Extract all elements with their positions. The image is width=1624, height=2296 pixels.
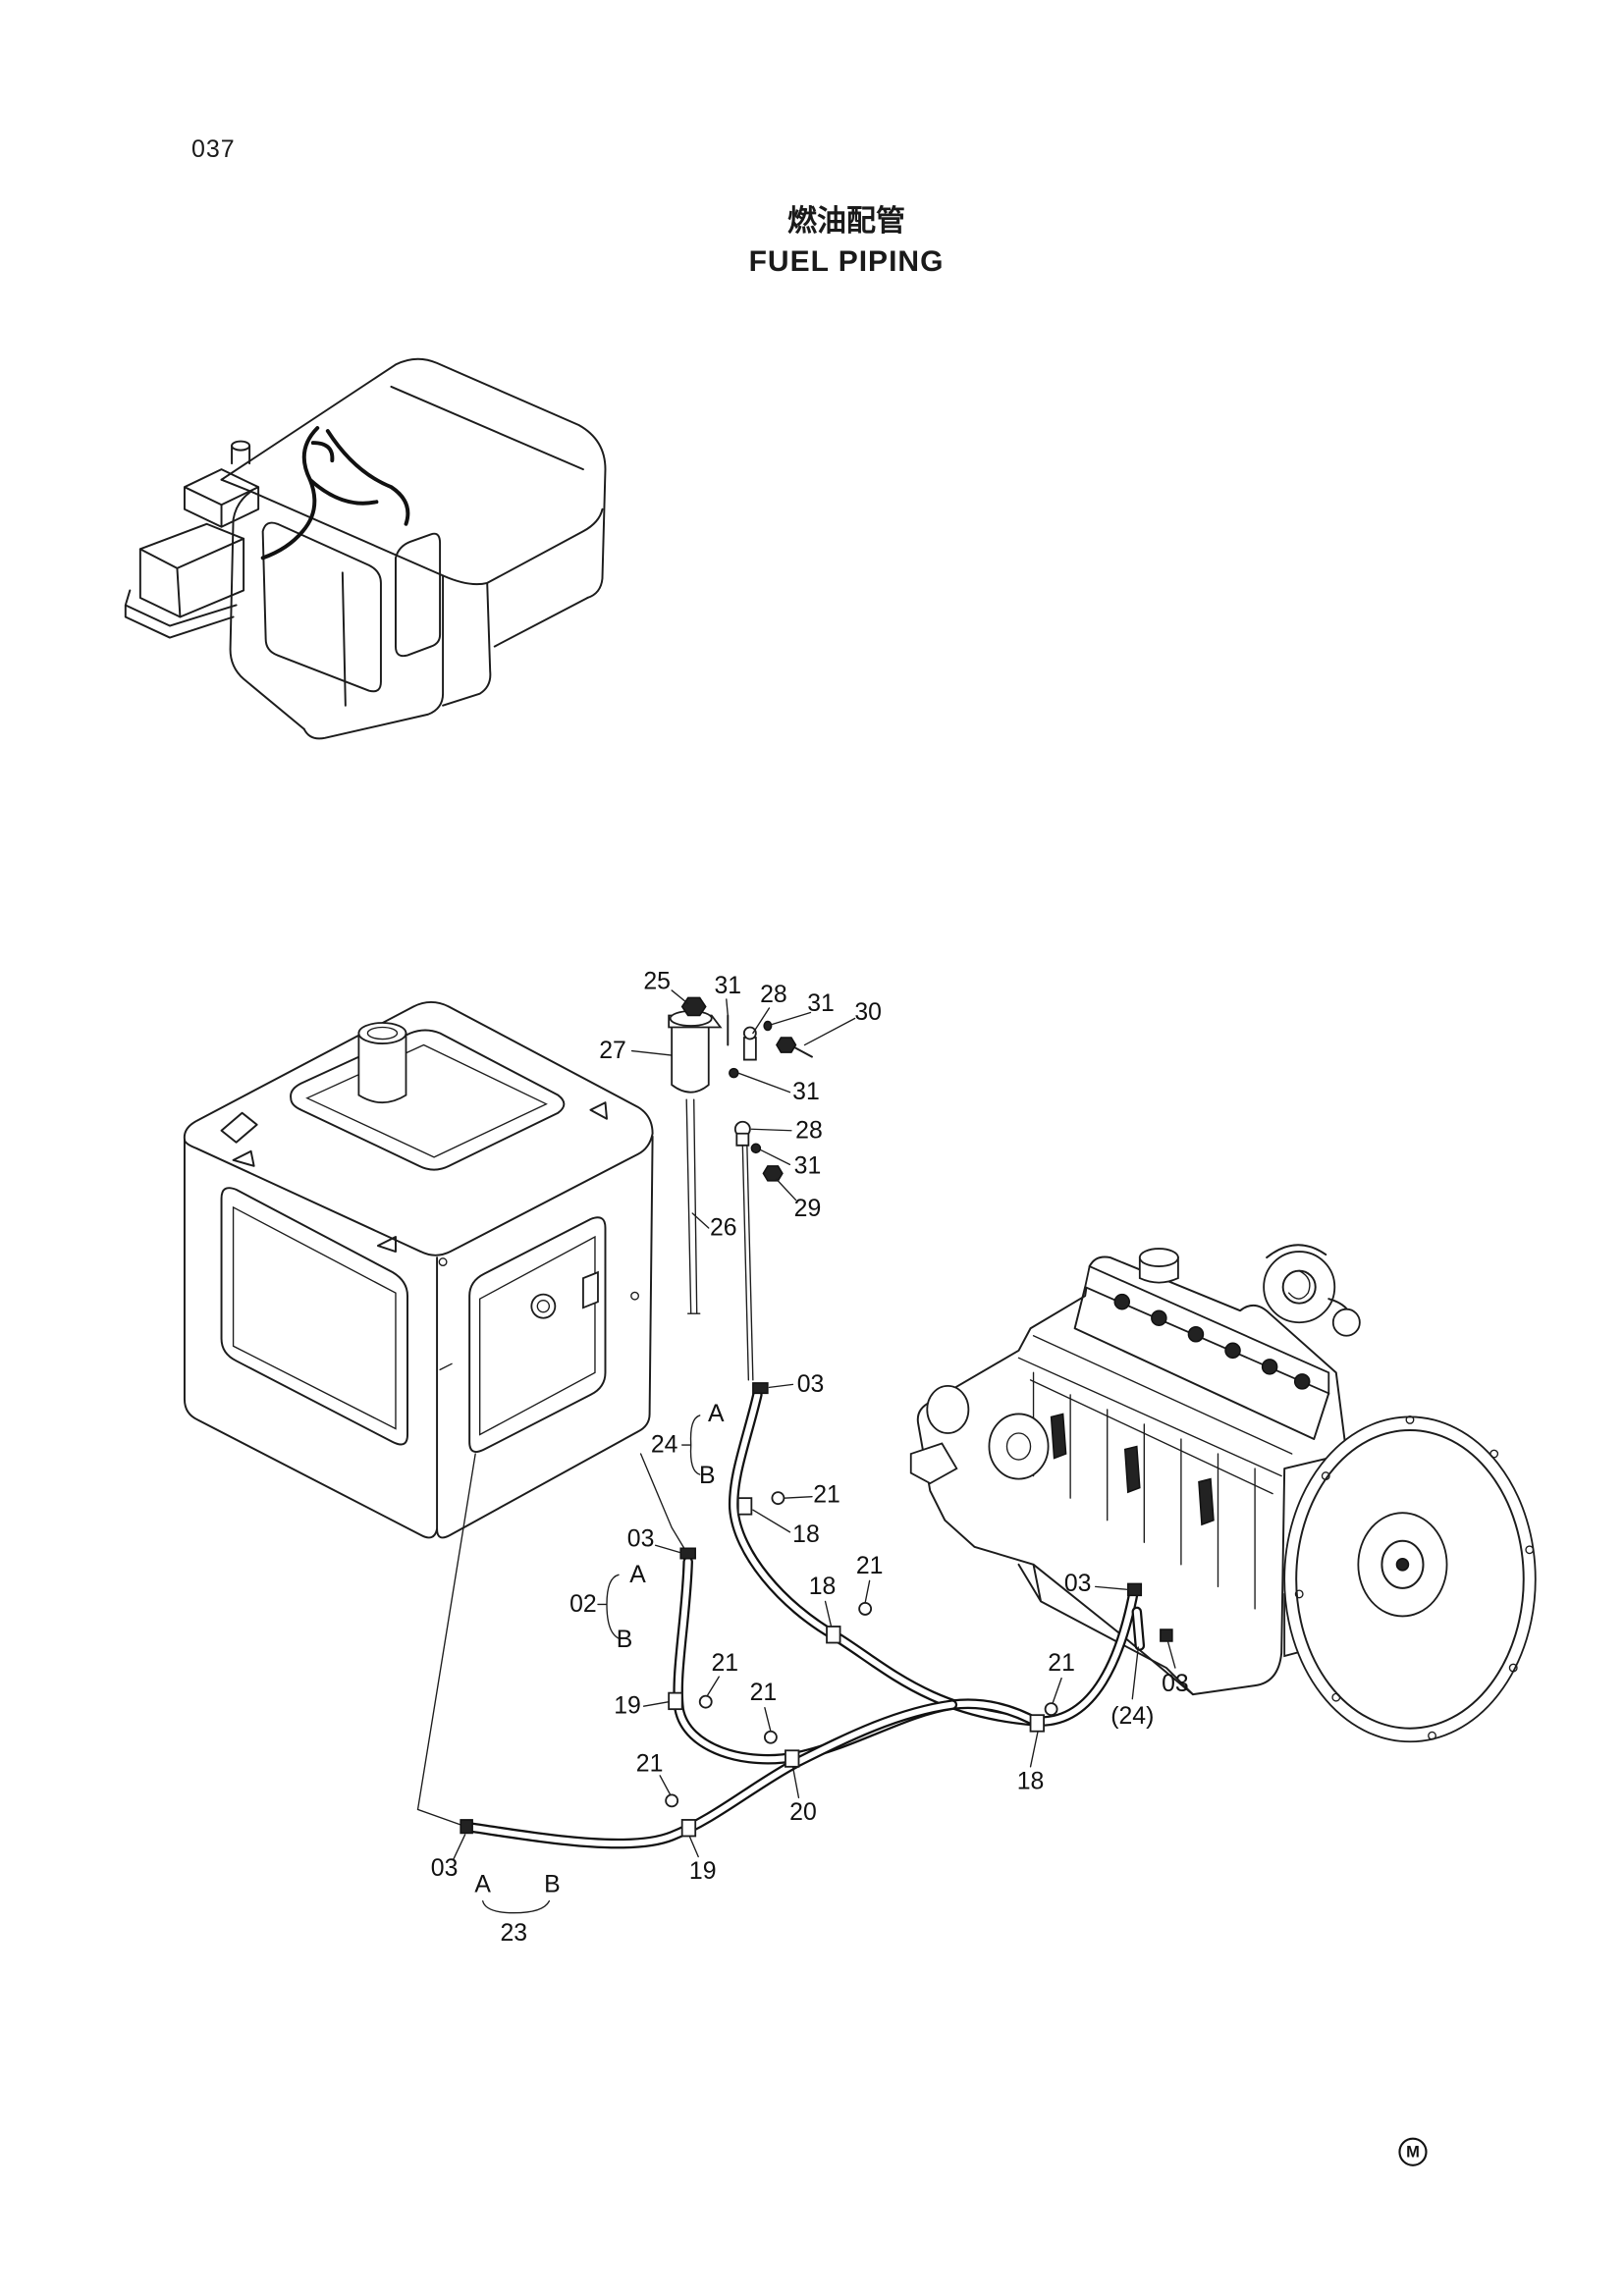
callout-label: 02 — [569, 1591, 597, 1618]
callout-label: 28 — [760, 982, 787, 1008]
callout-label: 30 — [854, 999, 882, 1026]
callout-label: 31 — [714, 973, 741, 999]
callout-label: 18 — [1017, 1768, 1045, 1794]
callout-label: A — [474, 1872, 491, 1898]
callout-label: 21 — [856, 1553, 884, 1579]
callout-label: A — [629, 1562, 646, 1588]
callout-label: 31 — [794, 1152, 822, 1179]
callout-label: 24 — [651, 1432, 678, 1459]
callout-label: (24) — [1110, 1703, 1154, 1730]
callout-label: 21 — [1048, 1650, 1075, 1677]
part-callouts: 25 31 28 31 30 27 31 28 31 29 26 03 24 A… — [431, 968, 1189, 1947]
filler-neck — [357, 1022, 407, 1104]
connection-lines — [416, 1453, 686, 1827]
clamps-and-fittings — [460, 1382, 1173, 1838]
callout-label: 23 — [500, 1920, 527, 1947]
turbocharger — [1263, 1244, 1361, 1337]
callout-label: 03 — [1064, 1571, 1092, 1597]
callout-label: 19 — [614, 1693, 641, 1720]
callout-label: 21 — [750, 1680, 778, 1706]
callout-label: 29 — [794, 1196, 822, 1222]
callout-label: 28 — [795, 1117, 823, 1144]
callout-label: 03 — [797, 1371, 825, 1398]
callout-label: 19 — [689, 1858, 717, 1885]
callout-label: 03 — [627, 1526, 655, 1553]
fuel-filter-assembly — [668, 996, 813, 1381]
callout-label: B — [699, 1463, 716, 1489]
engine — [909, 1244, 1537, 1743]
callout-label: 27 — [599, 1038, 626, 1064]
callout-label: 31 — [792, 1079, 820, 1105]
callout-label: 21 — [711, 1650, 738, 1677]
callout-label: 18 — [809, 1574, 837, 1600]
callout-label: 25 — [643, 968, 671, 994]
callout-label: 21 — [636, 1750, 664, 1777]
callout-label: 03 — [431, 1855, 459, 1882]
circled-m-mark: M — [1398, 2137, 1428, 2166]
page-title-japanese: 燃油配管 — [787, 204, 905, 239]
page-number: 037 — [191, 135, 236, 163]
callout-label: 26 — [710, 1214, 737, 1241]
callout-label: 03 — [1162, 1671, 1189, 1697]
callout-label: 21 — [813, 1482, 840, 1509]
callout-label: A — [708, 1401, 725, 1427]
machine-overview-sketch — [124, 357, 607, 740]
flywheel-housing — [1283, 1415, 1537, 1743]
fuel-tank — [183, 1000, 654, 1539]
callout-label: 31 — [807, 990, 835, 1017]
callout-label: B — [544, 1872, 561, 1898]
oil-filler-cap — [1138, 1248, 1179, 1284]
callout-label: B — [617, 1627, 633, 1653]
leader-lines — [452, 989, 1176, 1914]
page-title: FUEL PIPING — [748, 245, 945, 278]
callout-label: 18 — [792, 1522, 820, 1548]
mark-letter: M — [1406, 2143, 1420, 2162]
callout-label: 20 — [789, 1799, 817, 1826]
